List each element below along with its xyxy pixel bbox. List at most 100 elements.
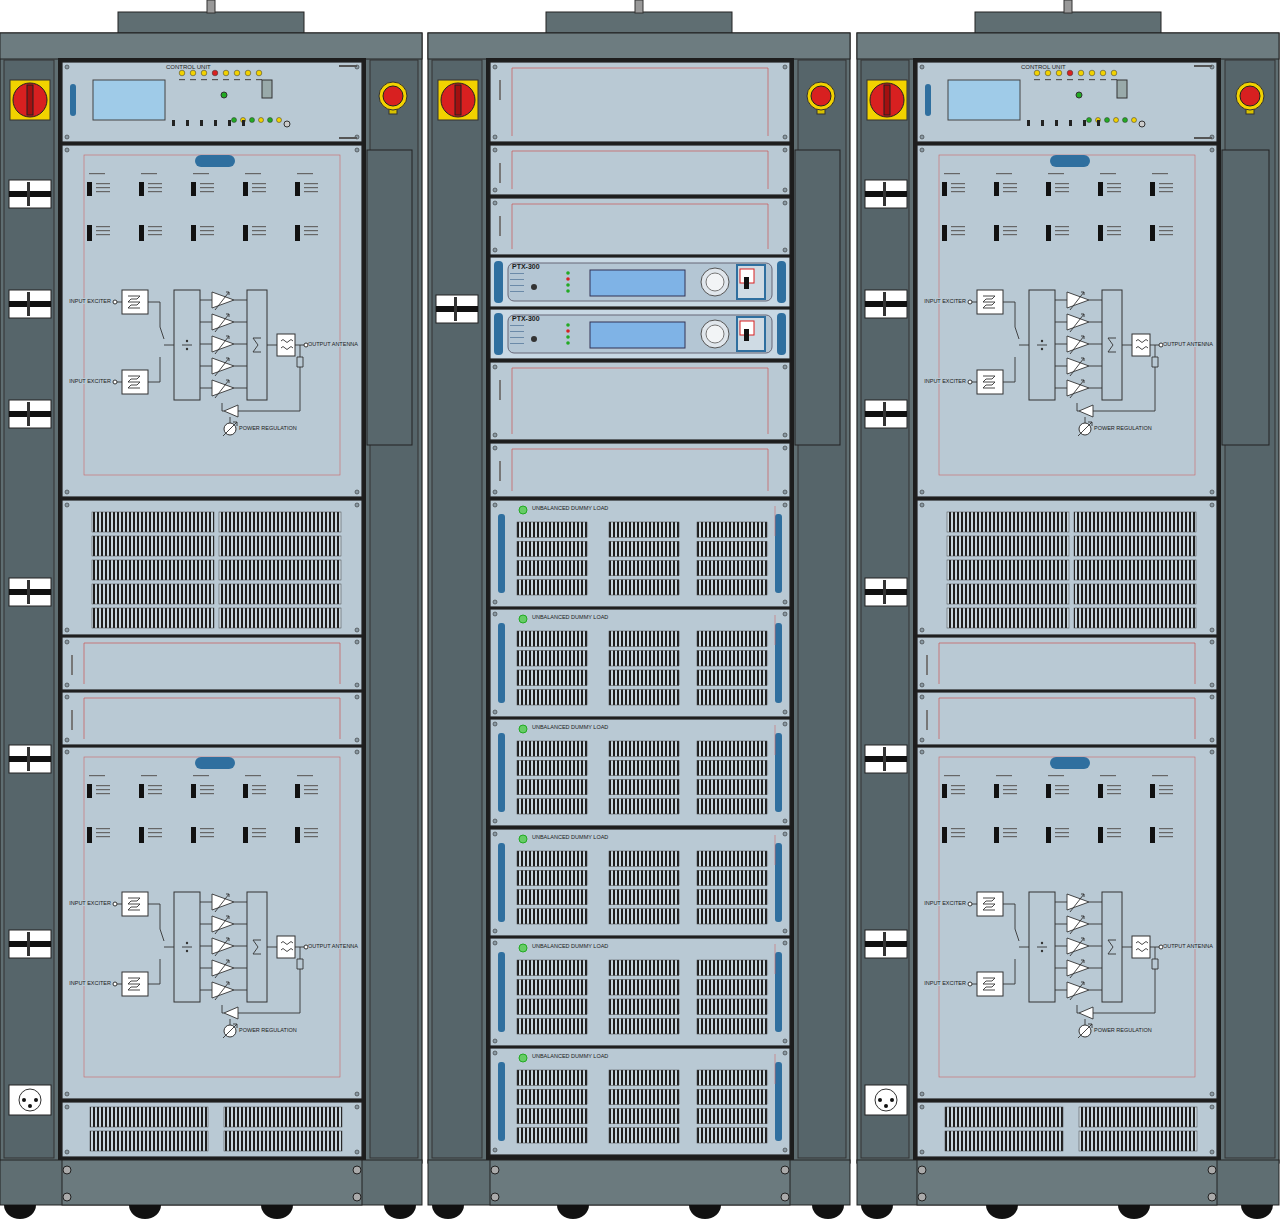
screw xyxy=(783,446,787,450)
screw xyxy=(783,710,787,714)
circuit-breaker xyxy=(9,745,51,773)
filter-symbol xyxy=(281,340,293,350)
mark xyxy=(1003,226,1017,227)
vent-grill xyxy=(517,1019,587,1035)
screw xyxy=(1210,1150,1214,1154)
panel-trim xyxy=(512,68,768,136)
screw xyxy=(783,248,787,252)
mark xyxy=(1003,183,1017,184)
mark xyxy=(200,226,214,227)
circuit-breaker xyxy=(865,930,907,958)
vent-grill xyxy=(1074,608,1196,628)
wire xyxy=(117,302,122,303)
front-face xyxy=(508,263,772,301)
fuse xyxy=(1098,784,1103,798)
main-switch xyxy=(438,80,478,120)
handle xyxy=(498,843,505,922)
input-module xyxy=(122,892,148,916)
screw xyxy=(1210,750,1214,754)
switch xyxy=(228,120,231,126)
handle xyxy=(777,313,786,355)
switch xyxy=(172,120,175,126)
vent-grill xyxy=(517,1070,587,1085)
panel-trim xyxy=(84,643,340,684)
adjust-arrow xyxy=(1070,380,1084,398)
combiner xyxy=(1102,892,1122,1002)
wheel xyxy=(432,1205,464,1219)
wire xyxy=(230,417,231,423)
panel-trim xyxy=(939,643,1195,684)
status-led xyxy=(566,335,570,339)
connector xyxy=(531,336,537,342)
connector xyxy=(284,121,290,127)
vent-grill xyxy=(1074,536,1196,556)
vent-grill xyxy=(517,799,587,814)
terminal xyxy=(968,902,972,906)
screw xyxy=(920,683,924,687)
status-led xyxy=(566,271,570,275)
mark xyxy=(1003,187,1017,188)
screw xyxy=(65,490,69,494)
fuse xyxy=(139,225,144,241)
mark xyxy=(996,775,1012,776)
main-switch xyxy=(884,85,890,115)
screw xyxy=(493,201,497,205)
vent-grill xyxy=(92,608,214,628)
led-legend xyxy=(234,79,240,80)
rack-module xyxy=(490,62,790,142)
power-socket xyxy=(884,1104,888,1108)
vent-grill xyxy=(609,631,679,647)
mark xyxy=(1107,785,1121,786)
status-led xyxy=(566,329,570,333)
vent-grill xyxy=(697,1089,767,1104)
switch-symbol xyxy=(148,302,174,382)
fuse xyxy=(295,225,300,241)
circuit-breaker xyxy=(9,180,51,208)
mark xyxy=(297,173,313,174)
handle xyxy=(925,84,931,116)
vent-grill xyxy=(219,608,341,628)
status-led xyxy=(566,277,570,281)
mark xyxy=(200,836,214,837)
screw xyxy=(920,503,924,507)
handle xyxy=(494,261,503,303)
rack-module xyxy=(62,637,362,690)
mark xyxy=(200,832,214,833)
mark xyxy=(1152,775,1168,776)
vent-grill xyxy=(609,541,679,556)
status-led xyxy=(1123,118,1128,123)
status-led xyxy=(1078,70,1084,76)
screw xyxy=(65,1092,69,1096)
terminal xyxy=(113,300,117,304)
filter-symbol xyxy=(1136,340,1148,350)
vent-grill xyxy=(947,608,1069,628)
handle xyxy=(777,261,786,303)
splitter xyxy=(174,892,200,1002)
mark xyxy=(148,230,162,231)
regulator-symbol xyxy=(224,423,236,435)
fuse xyxy=(243,182,248,196)
wire xyxy=(972,984,977,985)
rack-module: UNBALANCED DUMMY LOAD xyxy=(490,719,790,826)
vent-grill xyxy=(517,631,587,647)
adjust-arrow xyxy=(215,960,229,978)
mark xyxy=(1159,234,1173,235)
status-led xyxy=(1034,70,1040,76)
rack-module: UNBALANCED DUMMY LOAD xyxy=(490,938,790,1046)
module-label: UNBALANCED DUMMY LOAD xyxy=(532,834,608,840)
switch-symbol xyxy=(1003,904,1029,984)
fuse xyxy=(191,225,196,241)
coupler xyxy=(297,345,303,367)
handle xyxy=(1050,757,1090,769)
module-label: CONTROL UNIT xyxy=(166,64,211,71)
mark xyxy=(1159,828,1173,829)
fuse xyxy=(1150,784,1155,798)
mark xyxy=(96,832,110,833)
vent-grill xyxy=(697,580,767,595)
circuit-breaker xyxy=(9,400,51,428)
mark xyxy=(252,183,266,184)
rack-module xyxy=(490,145,790,195)
rack-module xyxy=(490,198,790,255)
screw xyxy=(493,365,497,369)
